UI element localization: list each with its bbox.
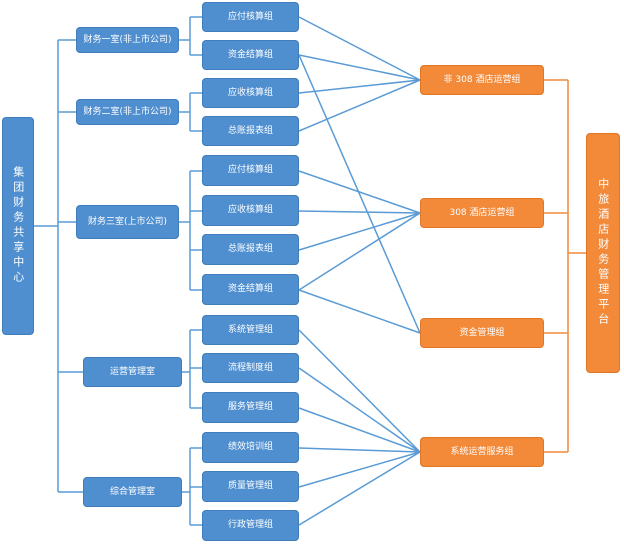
team-label: 资金结算组 [227,284,273,295]
operation-group-node: 资金管理组 [420,318,544,348]
connector-line [298,447,421,453]
group-label: 系统运营服务组 [450,446,514,457]
connector-line [298,170,421,214]
department-node: 财务二室(非上市公司) [76,99,179,125]
team-label: 系统管理组 [227,324,273,335]
team-node: 绩效培训组 [202,432,299,463]
team-label: 流程制度组 [227,362,273,373]
connector-line [298,451,421,526]
connector-line [298,451,421,488]
department-label: 财务三室(上市公司) [87,216,168,227]
team-node: 应收核算组 [202,195,299,226]
connector-line [298,212,421,291]
department-label: 财务二室(非上市公司) [83,106,172,117]
connector-line [298,329,421,453]
connector-line [298,54,421,334]
connector-line [298,210,421,214]
department-node: 财务三室(上市公司) [76,205,179,239]
connector-line [298,79,421,132]
department-label: 综合管理室 [109,486,155,497]
team-label: 绩效培训组 [227,442,273,453]
team-node: 应收核算组 [202,78,299,108]
team-label: 应付核算组 [227,165,273,176]
team-label: 应收核算组 [227,87,273,98]
connector-line [298,79,421,94]
connector-line [298,407,421,453]
team-label: 行政管理组 [227,520,273,531]
department-label: 运营管理室 [109,366,155,377]
team-label: 服务管理组 [227,402,273,413]
connector-line [298,289,421,334]
department-node: 综合管理室 [83,477,182,507]
team-node: 总账报表组 [202,116,299,146]
root-node: 集团财务共享中心 [2,117,34,335]
operation-group-node: 非 308 酒店运营组 [420,65,544,95]
root-label: 集团财务共享中心 [11,166,25,286]
group-label: 308 酒店运营组 [449,207,515,218]
department-label: 财务一室(非上市公司) [83,34,172,45]
team-node: 总账报表组 [202,234,299,265]
team-node: 系统管理组 [202,315,299,345]
team-node: 质量管理组 [202,471,299,502]
connector-line [298,367,421,453]
team-label: 资金结算组 [227,49,273,60]
team-node: 资金结算组 [202,40,299,70]
department-node: 财务一室(非上市公司) [76,27,179,53]
group-label: 非 308 酒店运营组 [443,74,521,85]
team-label: 应收核算组 [227,205,273,216]
team-node: 流程制度组 [202,353,299,383]
connector-line [298,212,421,251]
team-node: 应付核算组 [202,155,299,186]
operation-group-node: 系统运营服务组 [420,437,544,467]
operation-group-node: 308 酒店运营组 [420,198,544,228]
connector-line [298,54,421,81]
platform-label: 中旅酒店财务管理平台 [596,178,610,328]
team-node: 行政管理组 [202,510,299,541]
team-label: 总账报表组 [227,244,273,255]
department-node: 运营管理室 [83,357,182,387]
team-node: 服务管理组 [202,392,299,423]
team-label: 质量管理组 [227,481,273,492]
team-node: 应付核算组 [202,2,299,32]
team-label: 应付核算组 [227,11,273,22]
platform-node: 中旅酒店财务管理平台 [586,133,620,373]
team-label: 总账报表组 [227,125,273,136]
connector-line [298,16,421,81]
team-node: 资金结算组 [202,274,299,305]
group-label: 资金管理组 [459,327,505,338]
